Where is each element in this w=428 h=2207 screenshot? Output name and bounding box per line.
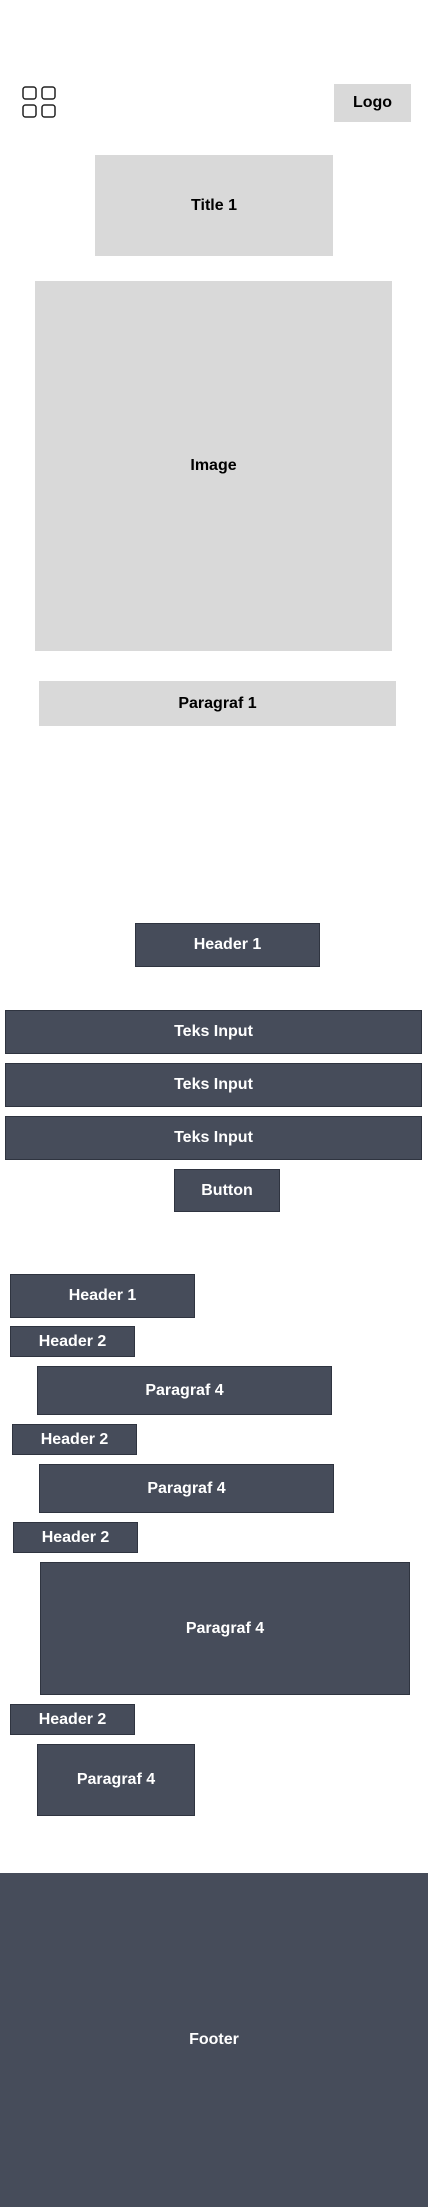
hero-image: Image — [35, 281, 392, 651]
grid-icon[interactable] — [22, 86, 56, 118]
page-title: Title 1 — [95, 155, 333, 256]
form-header: Header 1 — [135, 923, 320, 967]
section-header: Header 2 — [12, 1424, 137, 1455]
logo[interactable]: Logo — [334, 84, 411, 122]
text-input-1[interactable]: Teks Input — [5, 1010, 422, 1054]
section-header: Header 2 — [13, 1522, 138, 1553]
section-header: Header 2 — [10, 1326, 135, 1357]
section-paragraph: Paragraf 4 — [40, 1562, 410, 1695]
section-paragraph: Paragraf 4 — [39, 1464, 334, 1513]
content-header: Header 1 — [10, 1274, 195, 1318]
text-input-3[interactable]: Teks Input — [5, 1116, 422, 1160]
intro-paragraph: Paragraf 1 — [39, 681, 396, 726]
footer: Footer — [0, 1873, 428, 2207]
section-paragraph: Paragraf 4 — [37, 1366, 332, 1415]
text-input-2[interactable]: Teks Input — [5, 1063, 422, 1107]
section-paragraph: Paragraf 4 — [37, 1744, 195, 1816]
submit-button[interactable]: Button — [174, 1169, 280, 1212]
section-header: Header 2 — [10, 1704, 135, 1735]
